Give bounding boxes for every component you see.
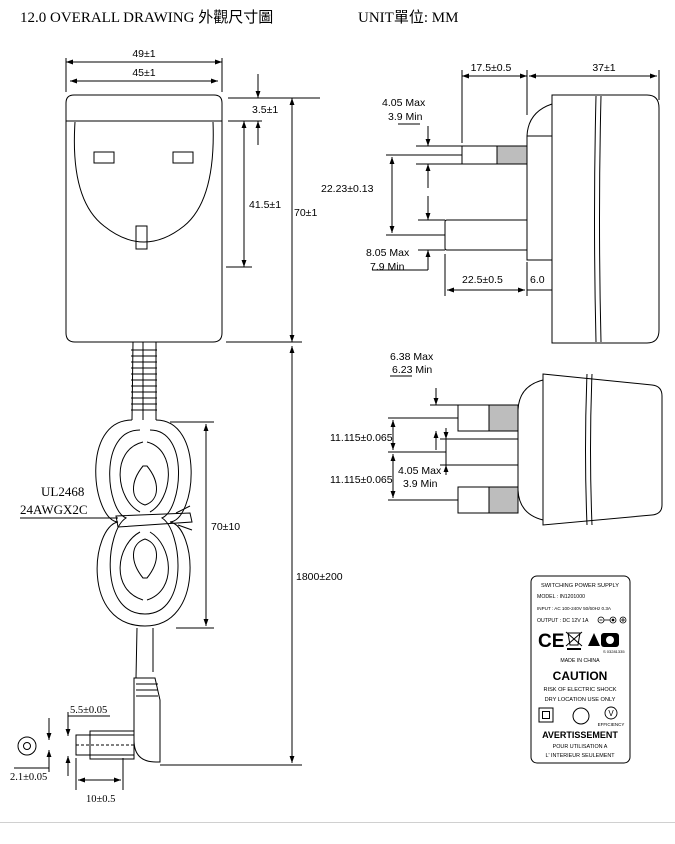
dim-pin-length: 22.5±0.5 (462, 274, 503, 286)
plug-end-view (17, 736, 37, 756)
label-made-in: MADE IN CHINA (560, 658, 600, 664)
dim-pin-width-max: 8.05 Max (366, 247, 410, 259)
plug-face-curve (73, 121, 214, 243)
dim-width-outer: 49±1 (132, 48, 155, 60)
label-model: MODEL : IN1201000 (537, 594, 585, 600)
polarity-icon (597, 616, 627, 624)
page-bottom-rule (0, 822, 675, 823)
label-cert-code: S 03281335 (603, 649, 625, 654)
dc-plug-body (133, 677, 161, 763)
dim-pin-spacing: 22.23±0.13 (321, 183, 374, 195)
label-input: INPUT : AC 100-240V 50/60Hz 0.3A (537, 606, 612, 611)
section-title: 12.0 OVERALL DRAWING 外觀尺寸圖 (20, 10, 274, 26)
dim-cord-length: 1800±200 (296, 571, 343, 583)
plug-face-top (65, 94, 223, 121)
dim-top-pin-max: 6.38 Max (390, 351, 434, 363)
dim-top-pin2-min: 3.9 Min (403, 478, 438, 490)
label-efficiency: EFFICIENCY (598, 722, 625, 727)
dim-pin-thickness-max: 4.05 Max (382, 97, 426, 109)
dim-plug-inner: 2.1±0.05 (10, 772, 47, 783)
label-caution-line2: DRY LOCATION USE ONLY (545, 697, 616, 703)
cable-coil-middle (109, 429, 179, 615)
dim-top-pin2-max: 4.05 Max (398, 465, 442, 477)
dim-plug-outer: 5.5±0.05 (70, 705, 107, 716)
dim-pin-thickness-min: 3.9 Min (388, 111, 423, 123)
dim-pin-length-top: 17.5±0.5 (471, 62, 512, 74)
front-view (14, 58, 320, 790)
strain-relief (131, 341, 157, 421)
label-title: SWITCHING POWER SUPPLY (541, 583, 619, 589)
dim-plug-length: 10±0.5 (86, 794, 115, 805)
label-output: OUTPUT : DC 12V 1A (537, 618, 589, 624)
side-live-pin (444, 219, 528, 251)
label-avertissement: AVERTISSEMENT (542, 730, 618, 740)
efficiency-icon (604, 706, 618, 720)
cable-coil-outer (95, 419, 192, 627)
label-avert-line1: POUR UTILISATION A (553, 744, 608, 750)
live-pin (172, 151, 194, 164)
label-avert-line2: L' INTERIEUR SEULEMENT (545, 753, 615, 759)
dim-body-height: 70±1 (294, 207, 317, 219)
adapter-body-outline (65, 121, 223, 343)
side-body-outline (551, 94, 660, 344)
top-base (517, 379, 544, 521)
dim-offset-a: 11.115±0.065 (330, 432, 393, 444)
indoor-use-icon (572, 707, 590, 725)
unit-label: UNIT單位: MM (358, 10, 459, 26)
dim-loop-length: 70±10 (211, 521, 240, 533)
top-pin-middle (445, 438, 519, 466)
cable-spec-line2: 24AWGX2C (20, 502, 88, 517)
dim-top-offset: 3.5±1 (252, 104, 278, 116)
label-efficiency-mark: V (608, 709, 614, 718)
coil-teardrop-bottom (133, 538, 157, 579)
ce-mark-icon: CE (538, 631, 564, 652)
double-insulation-icon (538, 707, 554, 723)
top-view (388, 373, 663, 526)
neutral-pin (93, 151, 115, 164)
dim-offset-b: 11.115±0.065 (330, 474, 393, 486)
bs-mark-icon (588, 633, 600, 646)
label-caution: CAUTION (553, 669, 608, 683)
earth-pin (135, 225, 148, 250)
dim-width-inner: 45±1 (132, 67, 155, 79)
cable-coil-inner (119, 441, 169, 513)
weee-bin-icon (565, 631, 583, 650)
dim-pin-height: 41.5±1 (249, 199, 281, 211)
cable-spec-line1: UL2468 (41, 484, 84, 499)
side-base (526, 103, 553, 261)
coil-teardrop-top (133, 465, 157, 506)
dim-top-pin-min: 6.23 Min (392, 364, 432, 376)
label-caution-line1: RISK OF ELECTRIC SHOCK (543, 687, 616, 693)
dim-body-depth: 37±1 (592, 62, 615, 74)
dim-pin-width-min: 7.9 Min (370, 261, 405, 273)
rating-label: SWITCHING POWER SUPPLY MODEL : IN1201000… (530, 575, 631, 764)
dc-barrel (75, 734, 135, 756)
cable-tie (115, 512, 193, 528)
side-view (372, 70, 660, 344)
dim-base-offset: 6.0 (530, 274, 545, 286)
top-body-outline (542, 373, 663, 526)
